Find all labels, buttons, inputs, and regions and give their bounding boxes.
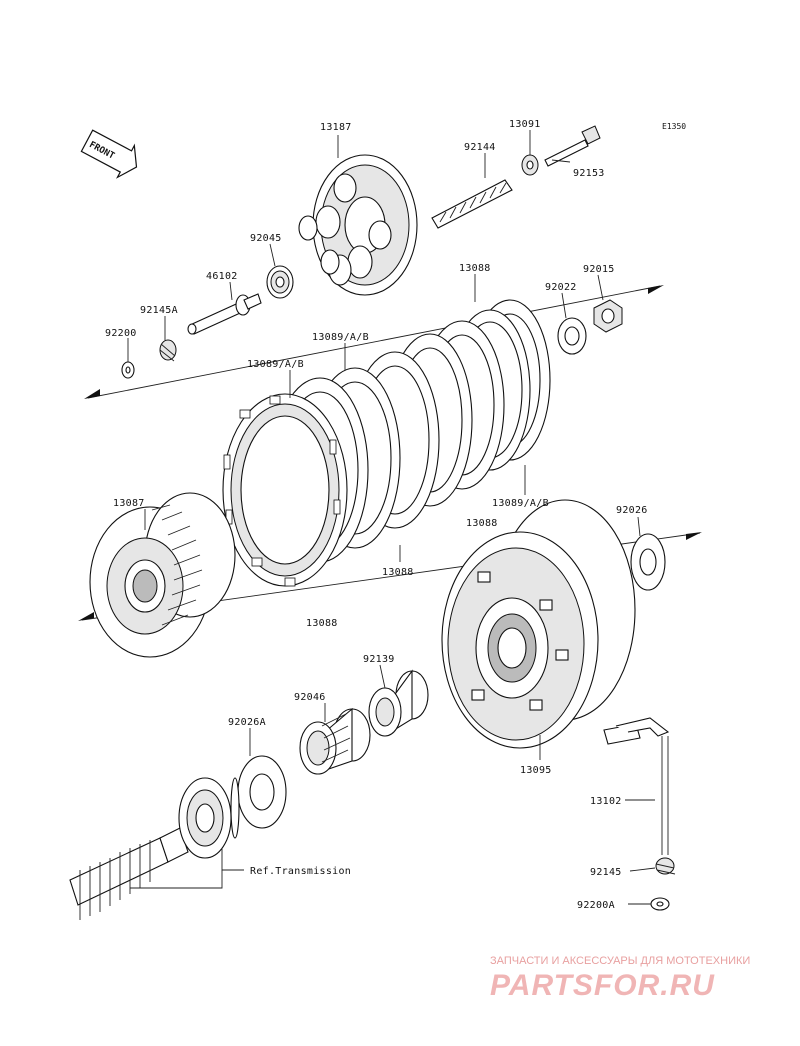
front-arrow-icon: FRONT	[80, 129, 138, 179]
part-label: 92045	[250, 233, 282, 244]
needle-bearing-92046	[299, 707, 371, 775]
clutch-plates	[222, 299, 551, 587]
lever-13102	[603, 717, 670, 855]
diagram-code: E1350	[662, 122, 686, 131]
part-label: 92145	[590, 867, 622, 878]
transmission-shaft	[69, 777, 240, 920]
part-label: 13187	[320, 122, 352, 133]
collar-92139	[368, 669, 429, 737]
part-label: 92145A	[140, 305, 178, 316]
watermark: ЗАПЧАСТИ И АКСЕССУАРЫ ДЛЯ МОТОТЕХНИКИ PA…	[490, 955, 750, 1002]
part-label: 13087	[113, 498, 145, 509]
washer-92026A	[237, 755, 287, 829]
leader-lines	[127, 130, 656, 905]
watermark-tagline: ЗАПЧАСТИ И АКСЕССУАРЫ ДЛЯ МОТОТЕХНИКИ	[490, 955, 750, 967]
part-label: 13091	[509, 119, 541, 130]
watermark-logo: PARTSFOR.RU	[490, 969, 715, 1002]
washer-92200A	[650, 897, 670, 911]
part-label: 92139	[363, 654, 395, 665]
part-label: 13088	[466, 518, 498, 529]
washer-13091	[521, 154, 539, 176]
bearing-92045	[266, 265, 294, 299]
part-label: 92026	[616, 505, 648, 516]
part-label: 13102	[590, 796, 622, 807]
part-label: 92200A	[577, 900, 615, 911]
reference-label: Ref.Transmission	[250, 866, 351, 877]
push-rod-46102	[187, 293, 262, 335]
part-label: 13095	[520, 765, 552, 776]
part-label: 92200	[105, 328, 137, 339]
spring-92144	[431, 179, 513, 229]
part-label: 13088	[459, 263, 491, 274]
washer-92026	[630, 533, 666, 591]
part-label: 92046	[294, 692, 326, 703]
part-label: 92144	[464, 142, 496, 153]
part-label: 92015	[583, 264, 615, 275]
part-label: 13089/A/B	[492, 498, 549, 509]
part-label: 92026A	[228, 717, 266, 728]
part-label: 46102	[206, 271, 238, 282]
part-label: 13089/A/B	[312, 332, 369, 343]
part-labels: 13187 13091 92144 92153 92045 46102 9214…	[105, 119, 648, 911]
clutch-hub-13087	[89, 492, 236, 658]
spring-92145	[655, 857, 676, 875]
bolt-92153	[544, 125, 601, 167]
washer-92200	[121, 361, 135, 379]
part-label: 13089/A/B	[247, 359, 304, 370]
part-label: 13088	[382, 567, 414, 578]
nut-92015	[593, 299, 623, 333]
washer-92022	[557, 317, 587, 355]
part-label: 13088	[306, 618, 338, 629]
spring-92145A	[159, 339, 177, 362]
pressure-plate-13187	[298, 154, 418, 296]
clutch-housing-13095	[441, 499, 636, 749]
part-label: 92022	[545, 282, 577, 293]
part-label: 92153	[573, 168, 605, 179]
